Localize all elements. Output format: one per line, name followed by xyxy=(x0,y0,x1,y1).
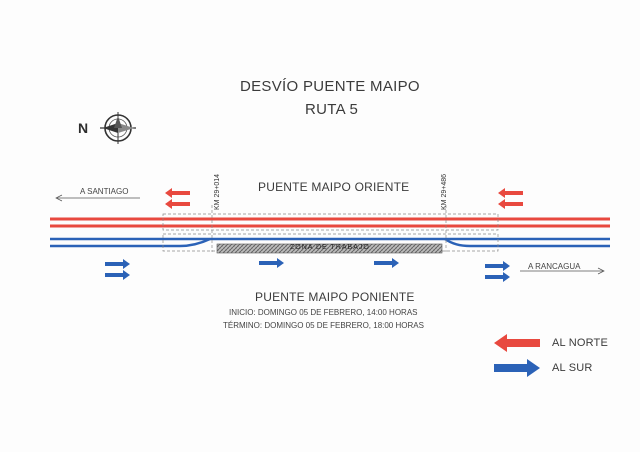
northbound-arrows-right xyxy=(498,188,523,209)
bridge-north-label: PUENTE MAIPO ORIENTE xyxy=(258,180,410,194)
southbound-lanes xyxy=(50,237,610,248)
work-zone xyxy=(216,243,443,254)
compass-north-letter: N xyxy=(78,120,89,136)
legend-south-label: AL SUR xyxy=(552,362,593,374)
legend-north-label: AL NORTE xyxy=(552,337,609,349)
compass-rose-icon xyxy=(100,112,136,144)
schedule-end: TÉRMINO: DOMINGO 05 DE FEBRERO, 18:00 HO… xyxy=(223,321,424,330)
northbound-arrows-left xyxy=(165,188,190,209)
legend-arrow-north-icon xyxy=(494,334,540,352)
title-line-2: RUTA 5 xyxy=(305,101,359,118)
destination-rancagua: A RANCAGUA xyxy=(528,262,581,271)
legend-arrow-south-icon xyxy=(494,359,540,377)
km-marker-right: KM 29+486 xyxy=(441,174,448,210)
bridge-south-label: PUENTE MAIPO PONIENTE xyxy=(255,290,415,304)
northbound-lanes xyxy=(50,217,610,228)
km-marker-left: KM 29+014 xyxy=(214,174,221,210)
legend-arrows xyxy=(494,334,540,377)
southbound-arrows xyxy=(105,258,510,282)
destination-arrows xyxy=(55,194,605,275)
work-zone-label: ZONA DE TRABAJO xyxy=(290,244,370,251)
schedule-start: INICIO: DOMINGO 05 DE FEBRERO, 14:00 HOR… xyxy=(229,308,418,317)
bridge-outlines xyxy=(162,205,499,252)
destination-santiago: A SANTIAGO xyxy=(80,187,129,196)
title-line-1: DESVÍO PUENTE MAIPO xyxy=(240,78,420,95)
